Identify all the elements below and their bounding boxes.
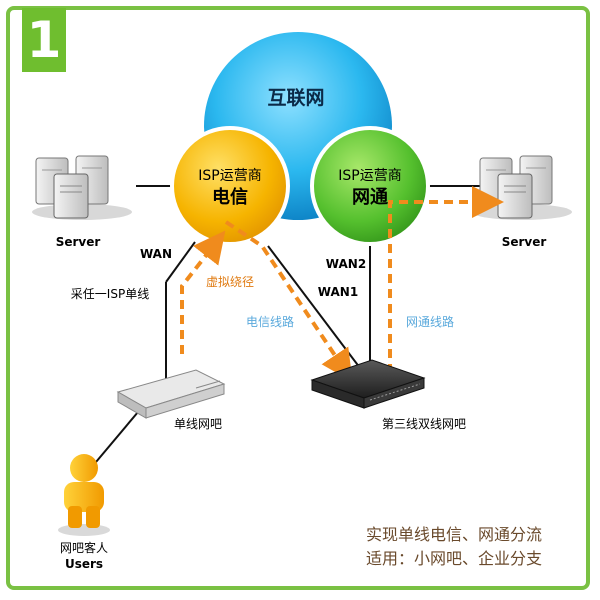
single-line-router-icon (116, 369, 226, 419)
telecom-line-label: 电信线路 (246, 314, 294, 329)
summary-line1: 实现单线电信、网通分流 (366, 525, 542, 544)
wan2-label: WAN2 (326, 257, 366, 271)
isp-telecom-line1: ISP运营商 (198, 168, 261, 184)
isp-telecom-circle (170, 126, 290, 246)
virtual-detour-dashed (180, 230, 226, 354)
dual-line-switch-icon (310, 359, 426, 409)
third-cafe-label: 第三线双线网吧 (382, 417, 466, 431)
isp-telecom-line2: 电信 (212, 186, 248, 208)
netcom-line-label: 网通线路 (406, 314, 454, 329)
users-label-en: Users (65, 557, 103, 571)
wan1-label: WAN1 (318, 285, 358, 299)
virtual-path-label: 虚拟绕径 (206, 275, 254, 289)
isp-netcom-line1: ISP运营商 (338, 168, 401, 184)
frame-border (6, 6, 590, 590)
server-left-label: Server (56, 235, 101, 249)
step-badge: 1 (22, 8, 66, 72)
server-left-icon (32, 155, 132, 220)
single-isp-label: 采任一ISP单线 (71, 287, 149, 301)
link-users (95, 411, 139, 463)
server-right-label: Server (502, 235, 547, 249)
summary-line2: 适用：小网吧、企业分支 (366, 549, 542, 568)
isp-netcom-line2: 网通 (352, 187, 388, 208)
server-right-icon (472, 155, 572, 220)
users-label-cn: 网吧客人 (60, 540, 108, 555)
internet-label: 互联网 (267, 87, 324, 109)
wan-label: WAN (140, 247, 172, 261)
isp-netcom-circle (310, 126, 430, 246)
link-wan-a (165, 241, 196, 283)
user-figure-icon (58, 454, 110, 536)
single-cafe-label: 单线网吧 (174, 417, 222, 431)
